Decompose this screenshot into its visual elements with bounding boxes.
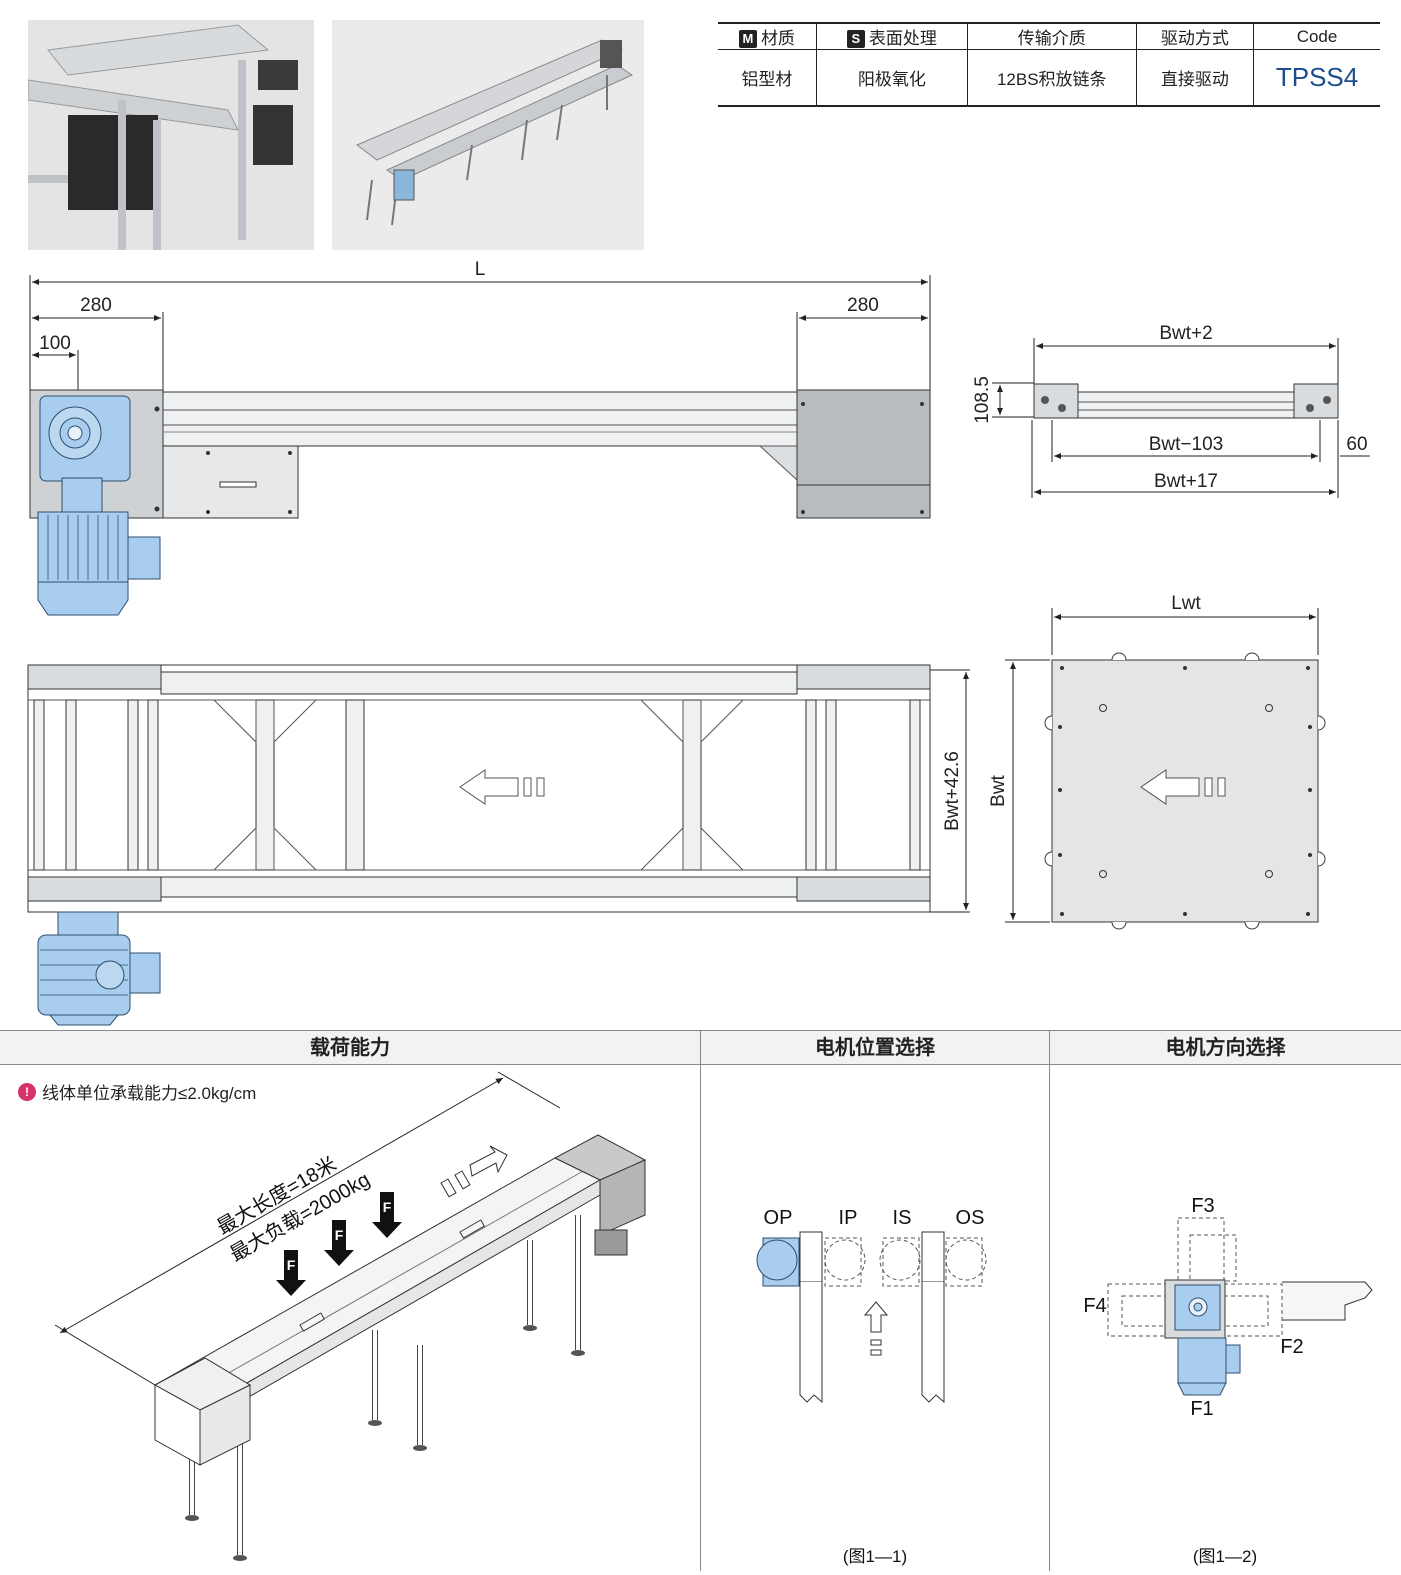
side-view bbox=[29, 389, 931, 616]
dim-60: 60 bbox=[1346, 434, 1367, 455]
label-f1: F1 bbox=[1190, 1398, 1213, 1420]
bottom-drawings: F F F 最大长度=18米 最大负载=2000kg O bbox=[54, 1071, 1373, 1566]
motor-direction-title: 电机方向选择 bbox=[1050, 1031, 1401, 1065]
dim-100: 100 bbox=[39, 333, 71, 354]
label-os: OS bbox=[956, 1207, 985, 1229]
label-is: IS bbox=[893, 1207, 912, 1229]
force-label: F bbox=[383, 1199, 392, 1215]
value-surface: 阳极氧化 bbox=[815, 49, 968, 107]
value-drive: 直接驱动 bbox=[1135, 49, 1254, 107]
motor-position-figure: OP IP IS OS (图1—1) bbox=[756, 1207, 987, 1566]
dim-280-right: 280 bbox=[847, 295, 879, 316]
divider bbox=[1049, 1031, 1050, 1571]
label-f4: F4 bbox=[1083, 1295, 1106, 1317]
dim-280-left: 280 bbox=[80, 295, 112, 316]
header-drive: 驱动方式 bbox=[1135, 22, 1254, 50]
figure-caption-2: (图1—2) bbox=[1193, 1547, 1257, 1566]
dim-bwt-plus-42-6: Bwt+42.6 bbox=[942, 751, 963, 831]
dim-108-5: 108.5 bbox=[972, 376, 993, 424]
info-icon: ! bbox=[18, 1082, 36, 1101]
dim-bwt-plus-2: Bwt+2 bbox=[1159, 323, 1212, 344]
value-medium: 12BS积放链条 bbox=[966, 49, 1137, 107]
header-code: Code bbox=[1253, 22, 1380, 50]
divider bbox=[700, 1031, 701, 1571]
bottom-section: 载荷能力 电机位置选择 电机方向选择 ! 线体单位承载能力≤2.0kg/cm bbox=[0, 1030, 1401, 1575]
load-capacity-title: 载荷能力 bbox=[0, 1031, 700, 1065]
dim-L: L bbox=[475, 259, 486, 280]
technical-drawing: L 280 280 100 Bwt+2 108.5 Bwt−103 60 Bwt… bbox=[27, 259, 1370, 1026]
header-medium: 传输介质 bbox=[966, 22, 1137, 50]
motor-direction-figure: F1 F2 F3 F4 (图1—2) bbox=[1083, 1195, 1373, 1566]
table-row: 铝型材 阳极氧化 12BS积放链条 直接驱动 TPSS4 bbox=[718, 49, 1380, 107]
motor-position-title: 电机位置选择 bbox=[701, 1031, 1049, 1065]
top-view bbox=[27, 664, 970, 1026]
product-photo-overview bbox=[332, 20, 644, 250]
force-label: F bbox=[287, 1257, 296, 1273]
dim-bwt-plus-17: Bwt+17 bbox=[1154, 471, 1218, 492]
label-op: OP bbox=[764, 1207, 793, 1229]
label-f2: F2 bbox=[1280, 1336, 1303, 1358]
force-label: F bbox=[335, 1227, 344, 1243]
load-capacity-figure: F F F 最大长度=18米 最大负载=2000kg bbox=[54, 1071, 647, 1561]
value-material: 铝型材 bbox=[718, 49, 817, 107]
label-f3: F3 bbox=[1191, 1195, 1214, 1217]
pallet-view bbox=[1005, 608, 1326, 930]
dim-lwt: Lwt bbox=[1171, 593, 1201, 614]
value-code: TPSS4 bbox=[1253, 49, 1380, 107]
product-photo-closeup bbox=[28, 20, 314, 250]
end-view bbox=[992, 338, 1370, 498]
dim-bwt: Bwt bbox=[988, 774, 1009, 806]
figure-caption-1: (图1—1) bbox=[843, 1547, 907, 1566]
dim-bwt-minus-103: Bwt−103 bbox=[1149, 434, 1223, 455]
label-ip: IP bbox=[839, 1207, 858, 1229]
